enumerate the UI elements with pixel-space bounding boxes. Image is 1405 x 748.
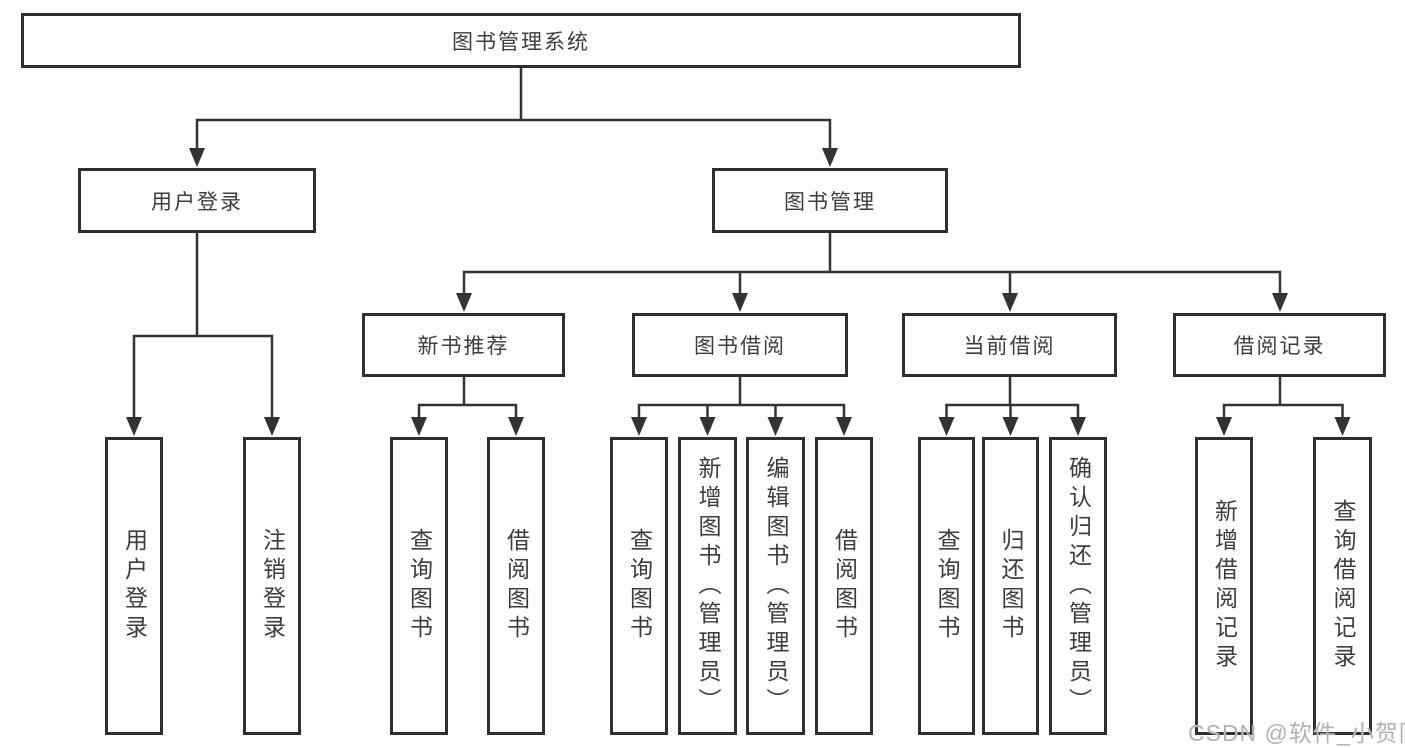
arrow-down-icon <box>1002 293 1018 312</box>
arrowheads <box>126 148 1351 436</box>
leaf-borrow-edit-books-admin: 编辑图书（管理员） <box>746 437 805 735</box>
node-label: 图书管理 <box>784 190 876 214</box>
arrow-down-icon <box>508 417 524 436</box>
node-label: 用户登录 <box>151 190 243 214</box>
node-label: 借阅图书 <box>831 528 858 644</box>
arrow-down-icon <box>767 417 784 436</box>
node-label: 借阅图书 <box>503 528 530 644</box>
arrow-down-icon <box>189 148 205 167</box>
arrow-down-icon <box>1070 417 1086 436</box>
node-borrow-records: 借阅记录 <box>1173 313 1386 377</box>
leaf-records-query-borrow-record: 查询借阅记录 <box>1313 437 1372 735</box>
node-label: 编辑图书（管理员） <box>763 455 789 717</box>
arrow-down-icon <box>1272 293 1288 312</box>
connector-newbook-to-leaves <box>417 377 518 418</box>
node-label: 确认归还（管理员） <box>1065 455 1092 717</box>
arrow-down-icon <box>126 417 142 436</box>
leaf-records-add-borrow-record: 新增借阅记录 <box>1195 437 1253 735</box>
leaf-newbook-borrow-books: 借阅图书 <box>487 437 545 735</box>
node-book-management: 图书管理 <box>712 168 948 233</box>
node-book-borrow: 图书借阅 <box>632 313 848 377</box>
leaf-newbook-query-books: 查询图书 <box>390 437 448 735</box>
arrow-down-icon <box>836 417 852 436</box>
connector-bookborrow-to-leaves <box>637 377 846 418</box>
arrow-down-icon <box>699 417 716 436</box>
node-current-borrow: 当前借阅 <box>902 313 1117 377</box>
connector-records-to-leaves <box>1222 377 1344 418</box>
node-label: 查询借阅记录 <box>1330 499 1356 673</box>
node-label: 当前借阅 <box>963 335 1056 358</box>
arrow-down-icon <box>411 417 427 436</box>
node-label: 借阅记录 <box>1233 335 1326 358</box>
arrow-down-icon <box>1334 417 1351 436</box>
node-label: 查询图书 <box>406 528 433 644</box>
node-label: 查询图书 <box>934 528 960 644</box>
node-user-login: 用户登录 <box>78 168 316 233</box>
node-label: 查询图书 <box>626 528 653 644</box>
node-label: 新增借阅记录 <box>1211 499 1238 673</box>
connector-userlogin-to-leaves <box>132 233 274 418</box>
arrow-down-icon <box>938 417 955 436</box>
csdn-watermark: CSDN @软件_小贺同学 <box>1188 720 1405 746</box>
arrow-down-icon <box>1002 417 1019 436</box>
arrow-down-icon <box>456 293 472 312</box>
connector-root-to-level2 <box>195 68 832 150</box>
node-root-library-management-system: 图书管理系统 <box>21 13 1021 68</box>
node-label: 归还图书 <box>998 528 1024 644</box>
arrow-down-icon <box>264 417 280 436</box>
leaf-current-return-books: 归还图书 <box>982 437 1039 735</box>
leaf-current-confirm-return-admin: 确认归还（管理员） <box>1049 437 1107 735</box>
arrow-down-icon <box>631 417 647 436</box>
connector-bookmgmt-to-level3 <box>462 233 1282 294</box>
node-label: 用户登录 <box>121 528 148 644</box>
leaf-borrow-add-books-admin: 新增图书（管理员） <box>678 437 737 735</box>
node-label: 新书推荐 <box>417 335 510 358</box>
leaf-borrow-query-books: 查询图书 <box>610 437 668 735</box>
node-new-book-recommend: 新书推荐 <box>362 313 565 377</box>
leaf-current-query-books: 查询图书 <box>918 437 975 735</box>
node-label: 注销登录 <box>259 528 286 644</box>
leaf-logout: 注销登录 <box>243 437 301 735</box>
leaf-user-login: 用户登录 <box>105 437 163 735</box>
node-label: 新增图书（管理员） <box>695 455 721 717</box>
arrow-down-icon <box>1216 417 1232 436</box>
node-label: 图书借阅 <box>694 335 786 358</box>
leaf-borrow-borrow-books: 借阅图书 <box>815 437 873 735</box>
connector-currentborrow-to-leaves <box>945 377 1080 418</box>
node-label: 图书管理系统 <box>452 30 590 54</box>
arrow-down-icon <box>732 293 748 312</box>
arrow-down-icon <box>822 148 838 167</box>
